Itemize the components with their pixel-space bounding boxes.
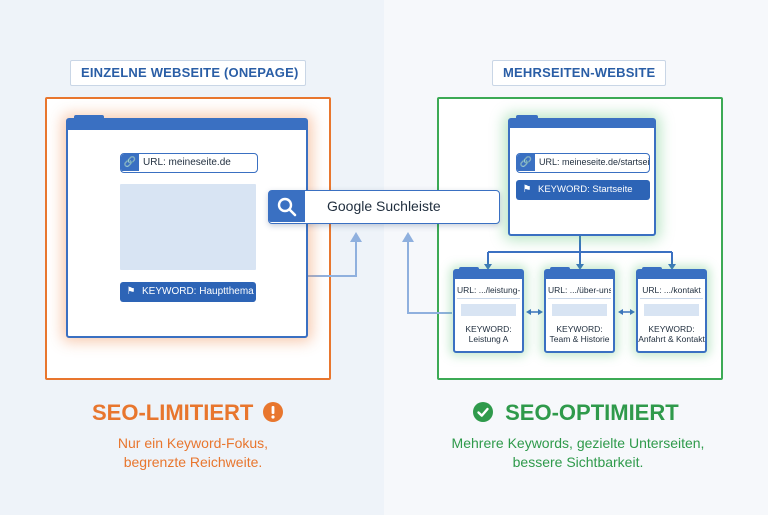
connector-multipage-to-search	[407, 240, 452, 314]
subpage-keyword: KEYWORD: Leistung A	[455, 324, 522, 344]
check-circle-icon	[473, 402, 493, 422]
subpage-placeholder	[644, 304, 699, 316]
browser-tab	[516, 115, 538, 121]
subpage-url: URL: .../leistung-a	[457, 285, 520, 299]
connector-onepage-to-search	[308, 240, 357, 277]
exclamation-circle-icon	[263, 402, 284, 422]
subpage-keyword-label: KEYWORD:	[648, 324, 695, 334]
tree-arrow-c	[668, 264, 676, 270]
link-bc-right	[630, 309, 635, 315]
link-ab-left	[526, 309, 531, 315]
search-bar-label: Google Suchleiste	[327, 198, 441, 214]
startseite-url-field: 🔗 URL: meineseite.de/startseite	[516, 153, 650, 173]
subpage-placeholder	[552, 304, 607, 316]
onepage-url-field: 🔗 URL: meineseite.de	[120, 153, 258, 173]
subpage-keyword-value: Leistung A	[468, 334, 509, 344]
section-label-onepage: EINZELNE WEBSEITE (ONEPAGE)	[70, 60, 306, 86]
section-label-multipage: MEHRSEITEN-WEBSITE	[492, 60, 666, 86]
startseite-keyword-text: KEYWORD: Startseite	[538, 184, 633, 195]
browser-titlebar	[638, 271, 705, 279]
browser-tab	[459, 267, 479, 272]
subpage-placeholder	[461, 304, 516, 316]
arrowhead-multipage	[402, 232, 414, 242]
link-icon: 🔗	[517, 154, 535, 171]
subpage-keyword-value: Team & Historie	[549, 334, 610, 344]
tree-arrow-b	[576, 264, 584, 270]
subpage-card: URL: .../über-uns KEYWORD: Team & Histor…	[544, 267, 615, 353]
browser-titlebar	[546, 271, 613, 279]
description-line: Mehrere Keywords, gezielte Unterseiten,	[451, 435, 705, 451]
onepage-content-placeholder	[120, 184, 256, 270]
tree-arrow-a	[484, 264, 492, 270]
subpage-url: URL: .../über-uns	[548, 285, 611, 299]
google-search-bar[interactable]: Google Suchleiste	[268, 190, 500, 224]
onepage-browser-window: 🔗 URL: meineseite.de ⚑ KEYWORD: Hauptthe…	[66, 115, 308, 338]
search-icon	[269, 191, 305, 222]
subpage-keyword-label: KEYWORD:	[556, 324, 603, 334]
description-line: bessere Sichtbarkeit.	[512, 454, 644, 470]
seo-optimized-text: SEO-OPTIMIERT	[505, 400, 679, 425]
seo-limited-headline: SEO-LIMITIERT	[92, 400, 284, 426]
tag-icon: ⚑	[126, 286, 136, 297]
subpage-keyword: KEYWORD: Anfahrt & Kontakt	[638, 324, 705, 344]
seo-limited-text: SEO-LIMITIERT	[92, 400, 254, 425]
tag-icon: ⚑	[522, 184, 532, 195]
subpage-url: URL: .../kontakt	[640, 285, 703, 299]
description-line: Nur ein Keyword-Fokus,	[117, 435, 269, 451]
subpage-card: URL: .../kontakt KEYWORD: Anfahrt & Kont…	[636, 267, 707, 353]
description-line: begrenzte Reichweite.	[123, 454, 263, 470]
arrowhead-onepage	[350, 232, 362, 242]
browser-tab	[74, 115, 104, 121]
seo-limited-description: Nur ein Keyword-Fokus, begrenzte Reichwe…	[88, 434, 298, 472]
onepage-keyword-text: KEYWORD: Hauptthema	[142, 286, 254, 297]
link-icon: 🔗	[121, 154, 139, 171]
onepage-keyword-badge: ⚑ KEYWORD: Hauptthema	[120, 282, 256, 302]
subpage-keyword-value: Anfahrt & Kontakt	[638, 334, 705, 344]
onepage-url-text: URL: meineseite.de	[143, 157, 231, 168]
link-bc-left	[618, 309, 623, 315]
subpage-keyword-label: KEYWORD:	[465, 324, 512, 334]
startseite-url-text: URL: meineseite.de/startseite	[539, 157, 650, 167]
startseite-browser-window: 🔗 URL: meineseite.de/startseite ⚑ KEYWOR…	[508, 115, 656, 236]
browser-titlebar	[510, 120, 654, 128]
subpage-card: URL: .../leistung-a KEYWORD: Leistung A	[453, 267, 524, 353]
browser-titlebar	[455, 271, 522, 279]
browser-titlebar	[68, 120, 306, 130]
browser-tab	[642, 267, 662, 272]
seo-optimized-description: Mehrere Keywords, gezielte Unterseiten, …	[428, 434, 728, 472]
seo-optimized-headline: SEO-OPTIMIERT	[473, 400, 679, 426]
startseite-keyword-badge: ⚑ KEYWORD: Startseite	[516, 180, 650, 200]
link-ab-right	[538, 309, 543, 315]
subpage-keyword: KEYWORD: Team & Historie	[546, 324, 613, 344]
browser-tab	[550, 267, 570, 272]
